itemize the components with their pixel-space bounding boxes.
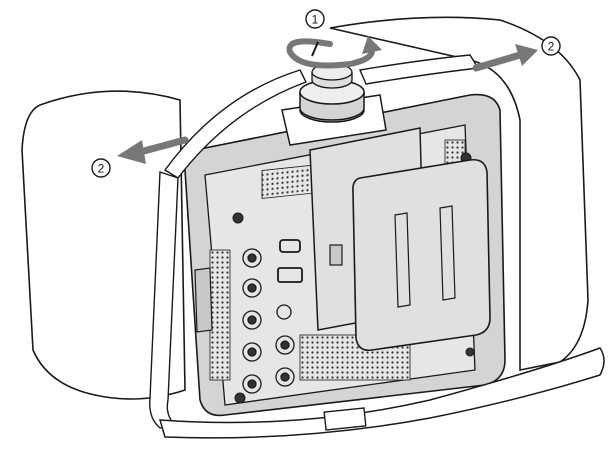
rotation-arrow [286,38,375,69]
callout-step2-right: 2 [541,36,561,56]
port-hdmi [277,267,303,283]
connector-column [242,248,295,394]
battery-release-tab [329,244,343,266]
top-strap-right [359,54,480,85]
pull-arrowhead-right [515,44,538,66]
callout-step2-right-label: 2 [548,40,555,54]
battery [352,158,491,352]
battery-groove-1 [394,212,411,308]
vent-grille-left [209,249,231,381]
callout-step2-left: 2 [91,158,111,178]
screw-bottom-right [465,347,475,357]
screw-bottom-left [234,392,246,404]
battery-groove-2 [439,205,456,301]
port-upper [279,239,301,253]
side-bracket [194,267,213,333]
callout-step1-label: 1 [312,13,319,27]
callout-step2-left-label: 2 [98,162,105,176]
pull-arrow-left [136,136,189,156]
rotation-arrowhead [362,36,382,54]
hood-right-wing [329,16,589,371]
rotation-tick [311,41,319,57]
top-strap-left [163,69,307,179]
strap-loop [323,407,367,431]
hood-left-wing [21,90,186,400]
screw-top-left [232,212,244,224]
pull-arrowhead-left [117,140,146,164]
callout-step1: 1 [305,9,325,29]
pull-arrow-right [472,51,524,72]
vent-grille-top [261,164,318,199]
